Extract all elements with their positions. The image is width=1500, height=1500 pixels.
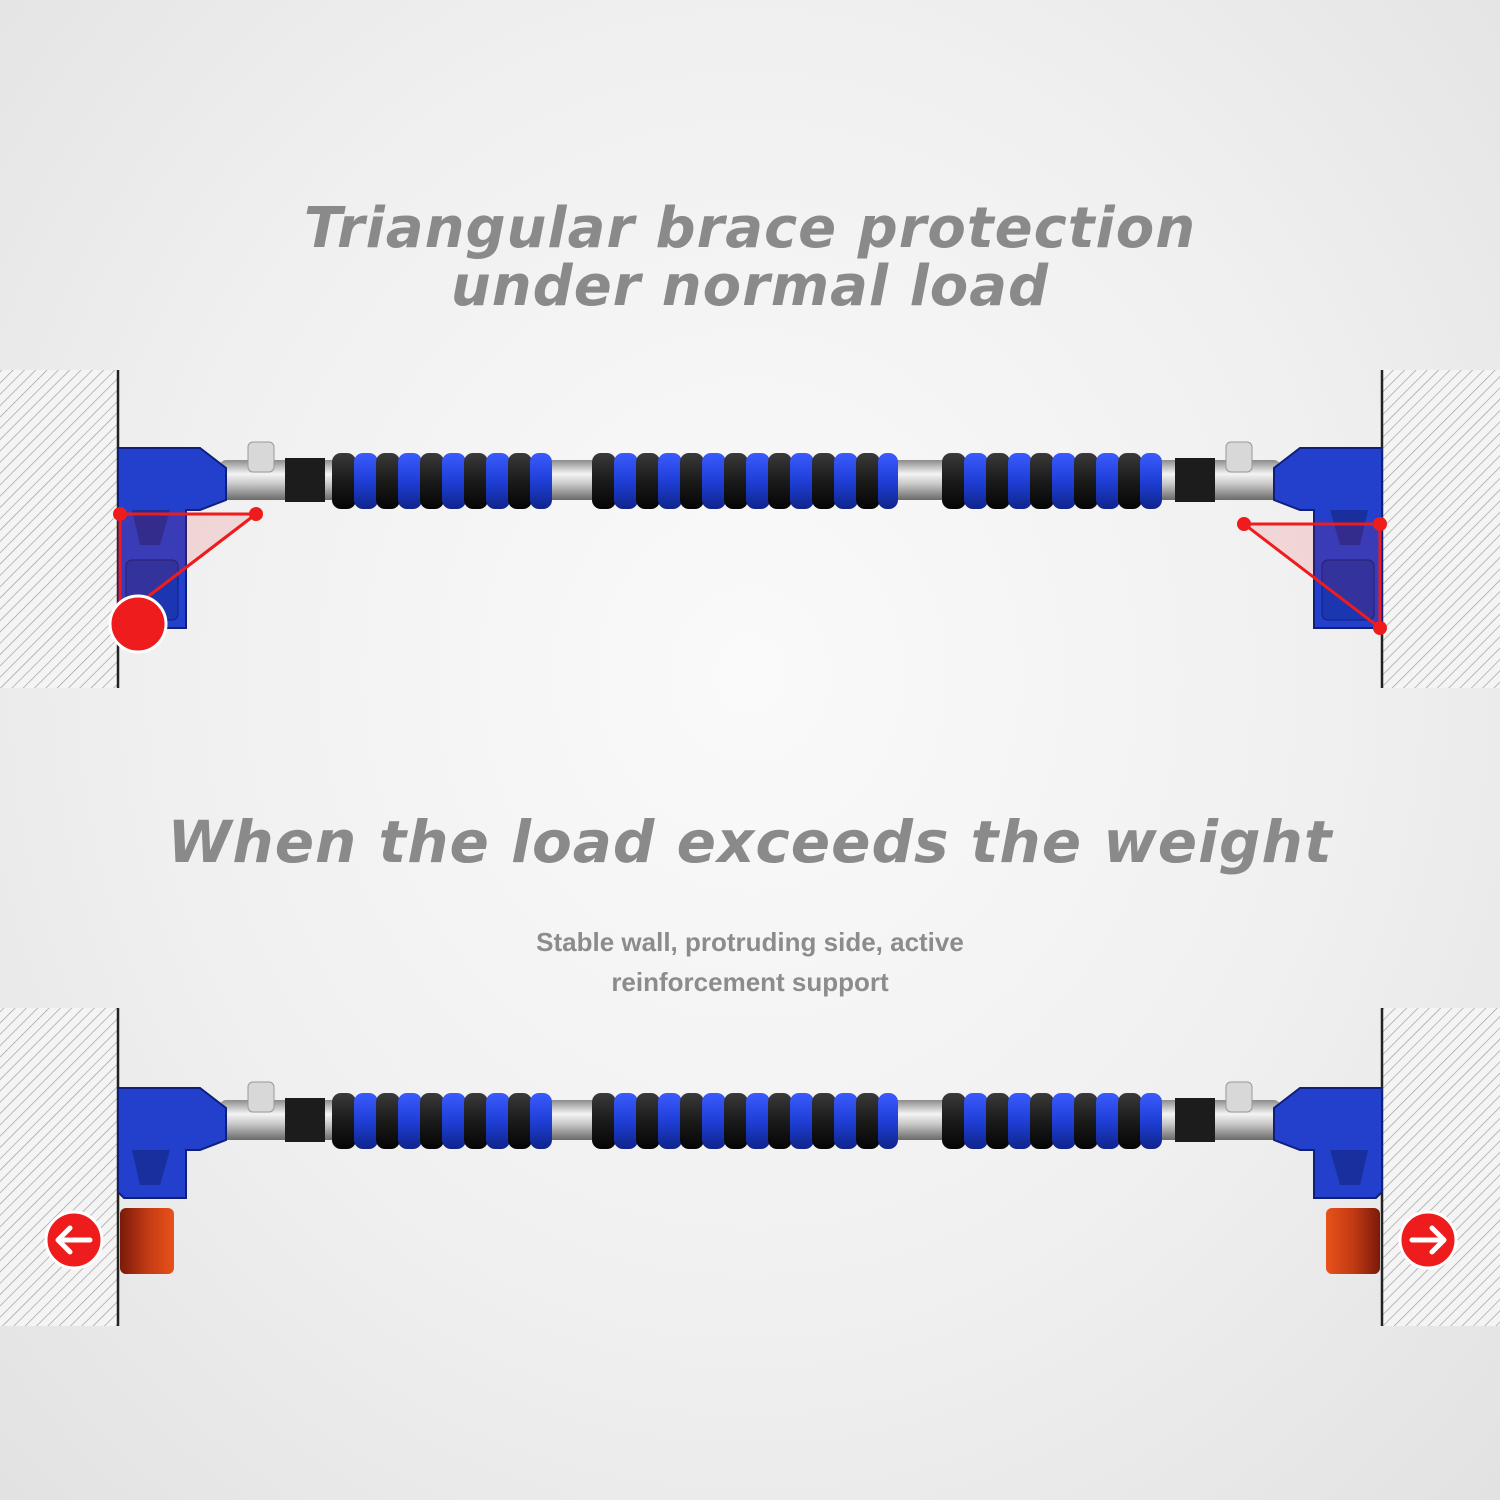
right-support-pad (1326, 1208, 1380, 1274)
arrow-right-icon (1398, 1210, 1458, 1270)
foam-grip-left (332, 453, 552, 509)
foam-grip-right (942, 1093, 1162, 1149)
left-bracket (117, 447, 227, 629)
triangle-brace-left (113, 507, 263, 625)
heading-bottom: When the load exceeds the weight (167, 808, 1333, 876)
heading-top: Triangular brace protection under normal… (0, 200, 1500, 316)
triangle-brace-right (1237, 517, 1387, 635)
heading-top-line1: Triangular brace protection (303, 196, 1197, 261)
right-wall (1382, 1008, 1500, 1326)
subtitle: Stable wall, protruding side, active rei… (450, 922, 1050, 1002)
arrow-left-icon (44, 1210, 104, 1270)
overload-diagram (0, 1008, 1500, 1326)
normal-load-diagram (0, 370, 1500, 688)
foam-grip-left (332, 1093, 552, 1149)
right-bracket (1273, 1087, 1383, 1199)
right-bracket (1273, 447, 1383, 629)
foam-grip-right (942, 453, 1162, 509)
left-wall (0, 1008, 118, 1326)
subtitle-line2: reinforcement support (611, 967, 889, 997)
foam-grip-center (592, 453, 898, 509)
left-wall (0, 370, 118, 688)
heading-top-line2: under normal load (450, 254, 1050, 319)
left-bracket (117, 1087, 227, 1199)
subtitle-line1: Stable wall, protruding side, active (536, 927, 964, 957)
foam-grip-center (592, 1093, 898, 1149)
right-wall (1382, 370, 1500, 688)
left-support-pad (120, 1208, 174, 1274)
